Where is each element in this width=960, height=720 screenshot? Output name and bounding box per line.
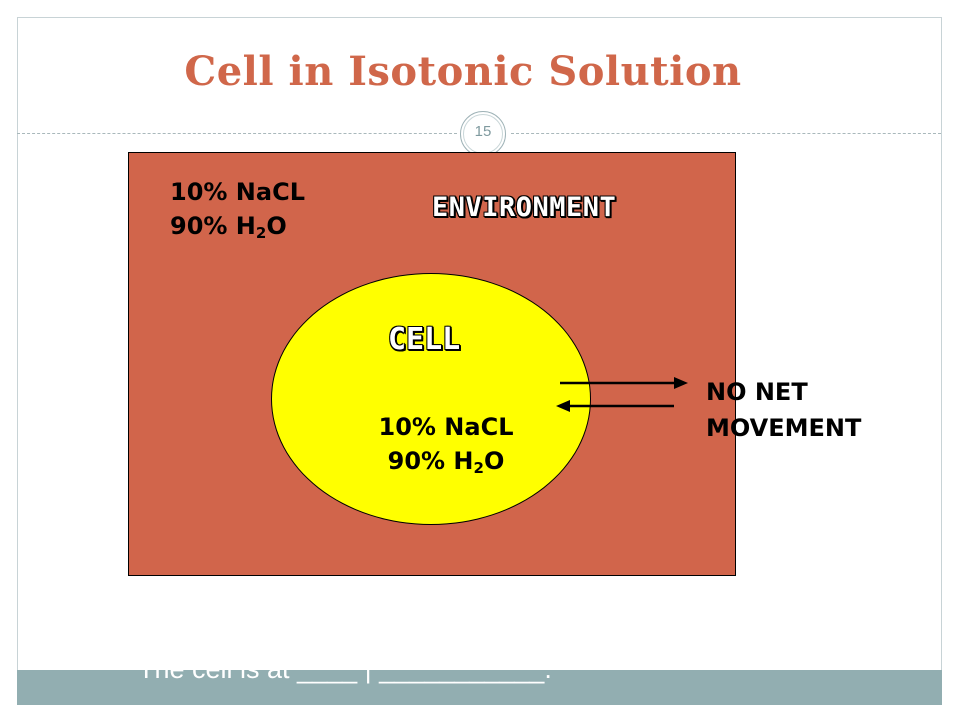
environment-water-prefix: 90% H bbox=[170, 212, 256, 240]
cell-label: CELL bbox=[388, 322, 461, 357]
arrow-inward-head bbox=[556, 400, 570, 412]
cell-water-suffix: O bbox=[483, 447, 505, 475]
slide-title: Cell in Isotonic Solution bbox=[184, 48, 742, 95]
cell-concentration: 10% NaCL 90% H2O bbox=[346, 410, 546, 478]
environment-label: ENVIRONMENT bbox=[432, 192, 617, 223]
bidirectional-arrows bbox=[556, 377, 688, 412]
divider-left bbox=[17, 133, 457, 134]
movement-line2: MOVEMENT bbox=[706, 414, 862, 442]
environment-water-subscript: 2 bbox=[255, 224, 267, 242]
environment-nacl: 10% NaCL bbox=[170, 178, 305, 206]
environment-water-suffix: O bbox=[266, 212, 287, 240]
frame-left bbox=[17, 17, 18, 705]
cell-oval bbox=[271, 273, 591, 525]
frame-top bbox=[17, 17, 942, 18]
frame-right bbox=[941, 17, 942, 705]
cell-nacl: 10% NaCL bbox=[378, 413, 514, 441]
movement-line1: NO NET bbox=[706, 378, 808, 406]
cell-water: 90% H2O bbox=[346, 444, 546, 478]
movement-label: NO NET MOVEMENT bbox=[706, 374, 861, 446]
page-number-badge: 15 bbox=[460, 111, 506, 157]
cell-water-prefix: 90% H bbox=[387, 447, 474, 475]
cell-water-subscript: 2 bbox=[473, 459, 484, 477]
environment-concentration: 10% NaCL 90% H2O bbox=[170, 175, 305, 243]
footer-band bbox=[17, 670, 942, 705]
environment-water: 90% H2O bbox=[170, 209, 305, 243]
footer-text: The cell is at ____ | ___________. bbox=[138, 654, 552, 684]
page-number: 15 bbox=[474, 123, 492, 140]
arrow-outward-head bbox=[674, 377, 688, 389]
divider-right bbox=[511, 133, 941, 134]
